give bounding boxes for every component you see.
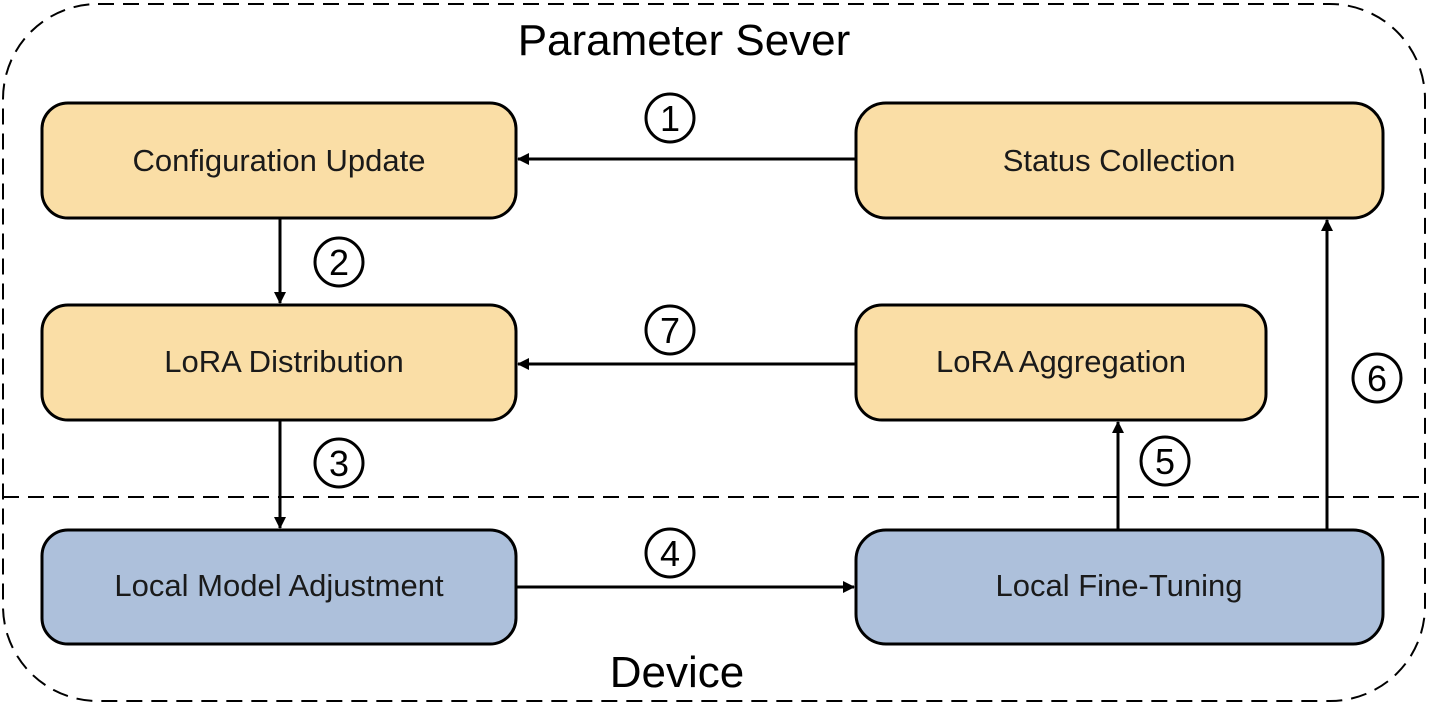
node-configuration-update[interactable]: Configuration Update bbox=[40, 101, 518, 220]
step-4-marker: 4 bbox=[644, 527, 696, 579]
node-label: Configuration Update bbox=[133, 143, 426, 178]
outer-boundary bbox=[2, 3, 1426, 702]
step-number: 5 bbox=[1155, 441, 1175, 482]
step-number: 1 bbox=[660, 98, 680, 139]
step-2-marker: 2 bbox=[313, 236, 365, 288]
node-lora-distribution[interactable]: LoRA Distribution bbox=[40, 303, 518, 422]
node-label: LoRA Aggregation bbox=[936, 344, 1186, 379]
step-5-marker: 5 bbox=[1139, 435, 1191, 487]
step-number: 7 bbox=[660, 310, 680, 351]
step-6-marker: 6 bbox=[1351, 352, 1403, 404]
node-label: Local Model Adjustment bbox=[114, 568, 444, 603]
step-number: 6 bbox=[1367, 358, 1387, 399]
step-number: 4 bbox=[660, 533, 680, 574]
node-lora-aggregation[interactable]: LoRA Aggregation bbox=[854, 303, 1268, 422]
step-number: 3 bbox=[329, 443, 349, 484]
node-label: LoRA Distribution bbox=[164, 344, 404, 379]
node-label: Local Fine-Tuning bbox=[996, 568, 1243, 603]
node-status-collection[interactable]: Status Collection bbox=[854, 101, 1385, 220]
node-label: Status Collection bbox=[1003, 143, 1236, 178]
step-7-marker: 7 bbox=[644, 304, 696, 356]
node-local-model-adjustment[interactable]: Local Model Adjustment bbox=[40, 528, 518, 646]
step-3-marker: 3 bbox=[313, 437, 365, 489]
step-number: 2 bbox=[329, 242, 349, 283]
node-local-fine-tuning[interactable]: Local Fine-Tuning bbox=[854, 528, 1385, 646]
step-1-marker: 1 bbox=[644, 92, 696, 144]
server-region-title: Parameter Sever bbox=[518, 16, 851, 65]
device-region-title: Device bbox=[610, 648, 745, 697]
